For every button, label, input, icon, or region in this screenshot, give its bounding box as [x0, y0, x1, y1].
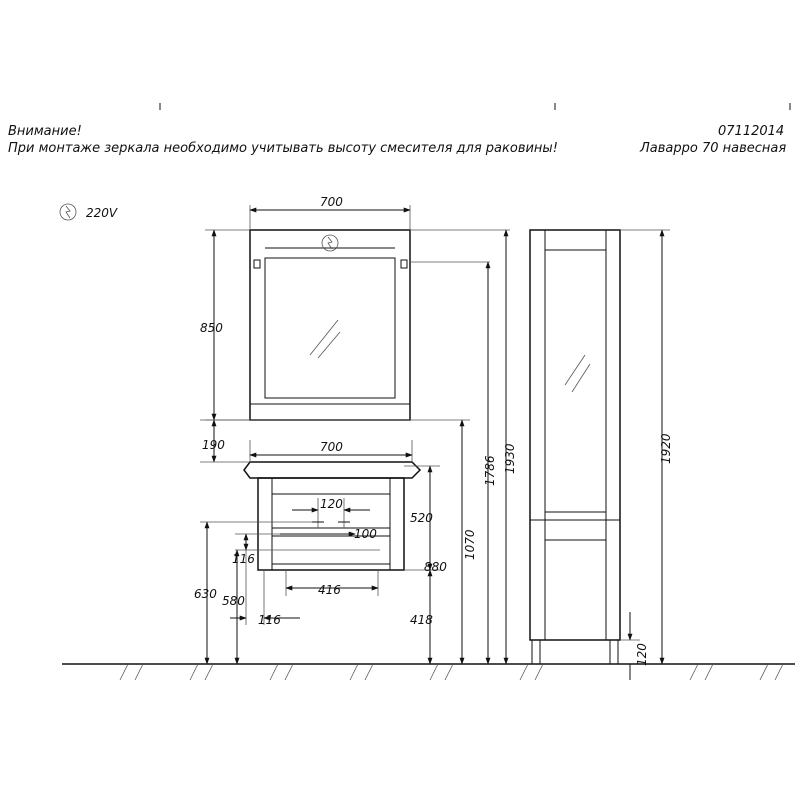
- vanity: [257, 477, 405, 571]
- dim-basin-rim-height: 1070: [463, 529, 477, 560]
- warning-text: При монтаже зеркала необходимо учитывать…: [8, 141, 558, 156]
- power-outlet-icon: [59, 203, 77, 221]
- floor-hatching: [119, 663, 784, 681]
- dim-mirror-mount-height: 1786: [483, 455, 497, 486]
- dim-bottom-offset: 116: [258, 613, 281, 627]
- dim-vanity-top-height: 880: [424, 560, 447, 574]
- dim-supply-height-right: 580: [222, 594, 245, 608]
- dim-column-leg-height: 120: [635, 643, 649, 666]
- dim-mirror-width: 700: [320, 195, 343, 209]
- dim-mount-offset: 116: [232, 552, 255, 566]
- dim-total-height: 1930: [503, 443, 517, 474]
- power-label: 220V: [86, 206, 118, 220]
- dim-supply-height-left: 630: [194, 587, 217, 601]
- dim-basin-width: 700: [320, 440, 343, 454]
- top-ticks: [159, 103, 791, 110]
- warning-title: Внимание!: [8, 124, 82, 139]
- tall-column: [529, 229, 621, 665]
- dim-drain-spacing: 120: [320, 497, 343, 511]
- basin: [243, 461, 422, 479]
- dim-gap-mirror-basin: 190: [202, 438, 225, 452]
- dim-column-height: 1920: [659, 433, 673, 464]
- mirror-socket-icon: [321, 234, 339, 252]
- dim-drawer-width: 416: [318, 583, 341, 597]
- dim-vanity-bottom-height: 418: [410, 613, 433, 627]
- dim-drain-offset: 100: [354, 527, 377, 541]
- doc-code: 07112014: [718, 124, 785, 139]
- model-name: Лаварро 70 навесная: [640, 141, 787, 156]
- dim-vanity-height: 520: [410, 511, 433, 525]
- dim-mirror-height: 850: [200, 321, 223, 335]
- mirror: [249, 229, 411, 421]
